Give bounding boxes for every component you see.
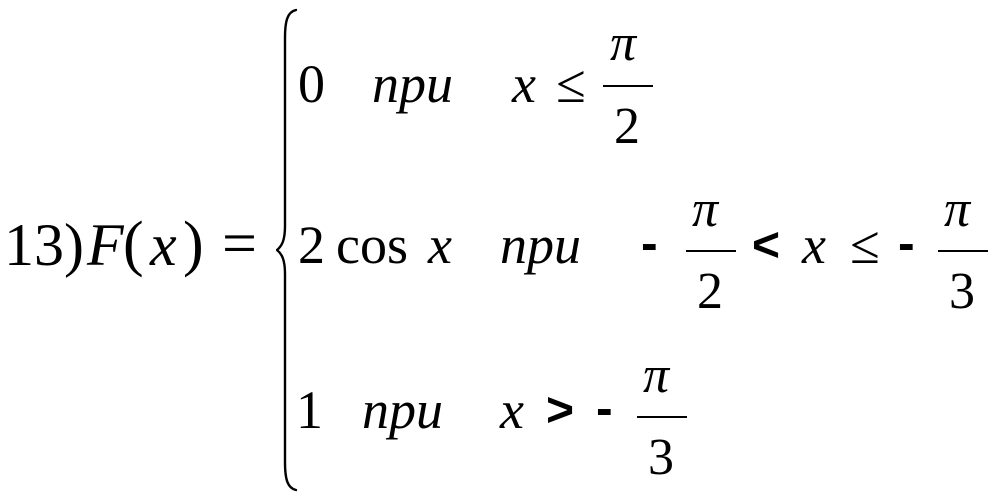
case-1-fraction-numerator: π xyxy=(610,15,637,72)
case-1-condition-word: npu xyxy=(372,54,453,114)
case-3-value: 1 xyxy=(296,380,323,440)
case-2-coefficient: 2 xyxy=(298,215,325,275)
case-3-fraction-numerator: π xyxy=(643,347,670,404)
case-1-variable: x xyxy=(512,54,536,114)
case-2-cos: cos xyxy=(336,215,408,275)
case-2-upper-fraction-numerator: π xyxy=(944,181,971,238)
equals-sign: = xyxy=(222,210,257,278)
function-name: F xyxy=(87,212,124,278)
case-2-lower-fraction-bar xyxy=(686,250,736,252)
case-2-cos-argument: x xyxy=(428,215,452,275)
case-1-value: 0 xyxy=(298,54,325,114)
case-1-relation: ≤ xyxy=(556,54,586,114)
case-1-fraction-denominator: 2 xyxy=(614,98,640,155)
case-2-upper-fraction-bar xyxy=(938,250,988,252)
case-1-fraction-bar xyxy=(603,85,653,87)
case-2-lower-fraction-numerator: π xyxy=(692,181,719,238)
case-3-fraction-denominator: 3 xyxy=(648,429,674,486)
case-2-lower-sign: - xyxy=(641,215,658,271)
case-2-variable: x xyxy=(802,215,826,275)
problem-number: 13) xyxy=(4,212,84,278)
case-2-upper-sign: - xyxy=(898,215,915,271)
case-2-upper-relation: ≤ xyxy=(850,215,880,275)
case-3-condition-word: npu xyxy=(362,380,443,440)
case-2-condition-word: npu xyxy=(500,215,581,275)
case-2-lower-relation: < xyxy=(752,219,781,272)
left-paren: ( xyxy=(123,210,144,278)
case-3-relation: > xyxy=(546,384,575,437)
right-paren: ) xyxy=(183,210,204,278)
left-brace-icon xyxy=(276,8,298,492)
case-2-lower-fraction-denominator: 2 xyxy=(697,263,723,320)
case-3-variable: x xyxy=(500,380,524,440)
case-3-sign: - xyxy=(596,380,613,436)
case-2-upper-fraction-denominator: 3 xyxy=(949,263,975,320)
case-3-fraction-bar xyxy=(637,416,687,418)
function-argument: x xyxy=(150,212,177,278)
